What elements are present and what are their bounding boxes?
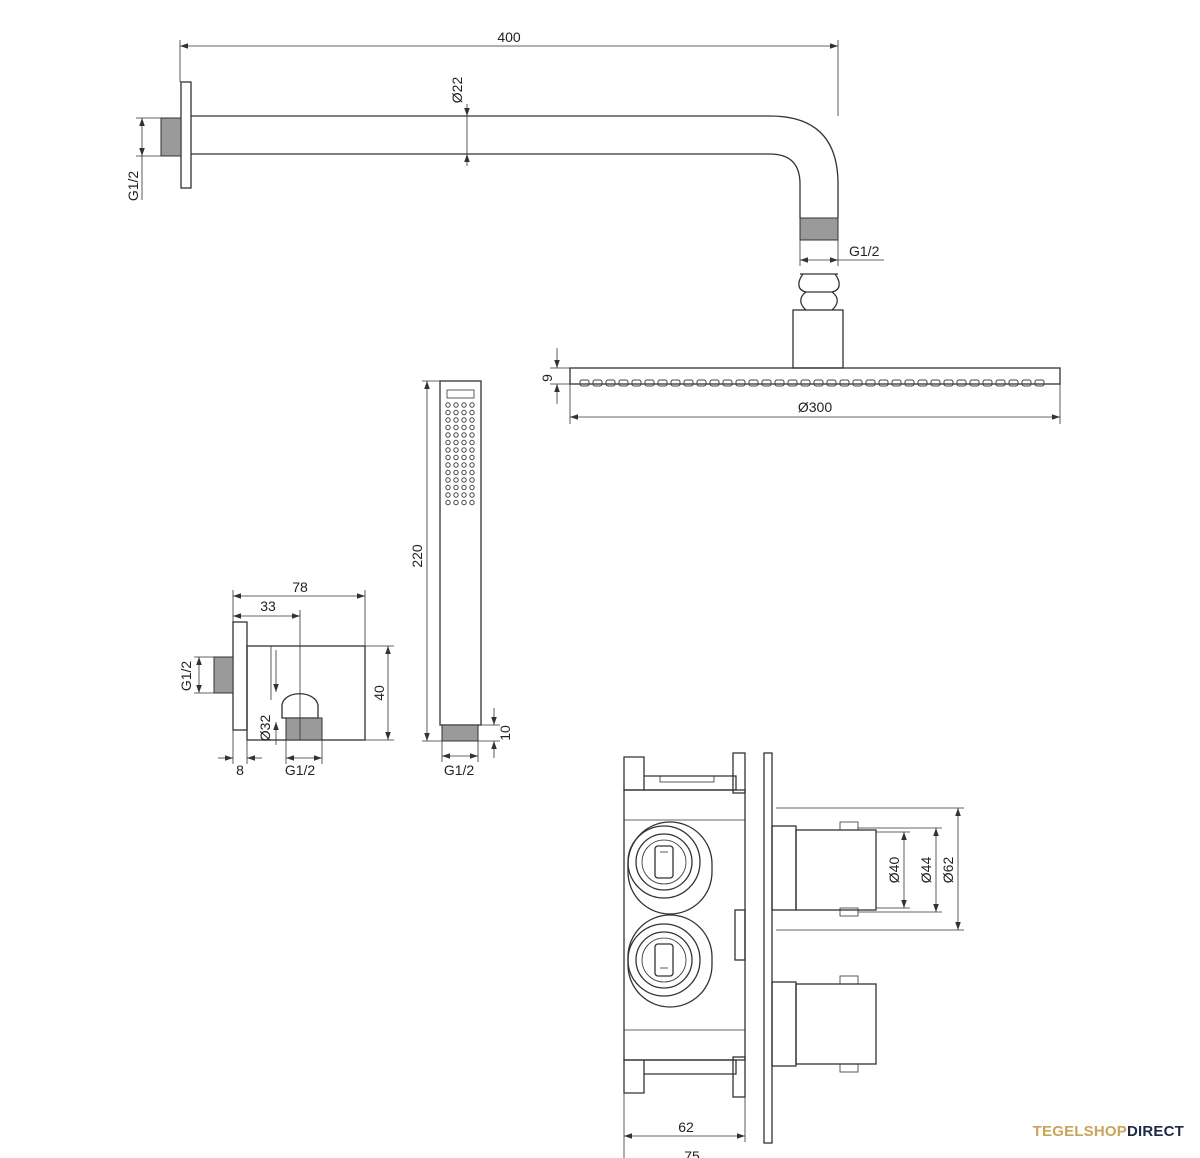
arm-end-thread xyxy=(799,217,839,241)
dim-head-diameter: Ø300 xyxy=(798,399,832,415)
dim-hand-shower-thread-len: 10 xyxy=(497,725,513,741)
head-nozzles xyxy=(579,379,1045,387)
dim-arm-length: 400 xyxy=(497,29,521,45)
dim-arm-end-thread: G1/2 xyxy=(849,243,880,259)
dim-elbow-flange: 8 xyxy=(236,762,244,778)
dim-valve-total-width: 75 xyxy=(684,1148,700,1158)
hand-shower-thread xyxy=(441,724,479,742)
brand-logo-part2: DIRECT xyxy=(1126,1123,1184,1140)
dim-hand-shower-length: 220 xyxy=(409,544,425,568)
shower-head: 9 Ø300 xyxy=(539,273,1061,424)
dim-elbow-outlet-diameter: Ø32 xyxy=(257,715,273,742)
dim-valve-d44: Ø44 xyxy=(918,857,934,884)
dim-elbow-height: 40 xyxy=(371,685,387,701)
dim-arm-diameter: Ø22 xyxy=(449,77,465,104)
arm-wall-thread xyxy=(160,117,182,157)
elbow-outlet-thread xyxy=(285,717,323,741)
dim-valve-d40: Ø40 xyxy=(886,857,902,884)
wall-elbow: 78 33 40 Ø32 G1/2 8 G1/2 xyxy=(178,579,394,778)
dim-elbow-inlet-thread: G1/2 xyxy=(178,661,194,692)
brand-logo-part1: TEGELSHOP xyxy=(1032,1123,1127,1140)
upper-cartridge xyxy=(627,825,701,899)
dim-valve-d62: Ø62 xyxy=(940,857,956,884)
brand-logo: TEGELSHOPDIRECT xyxy=(1033,1123,1184,1140)
dim-elbow-outlet-thread: G1/2 xyxy=(285,762,316,778)
lower-cartridge xyxy=(627,923,701,997)
elbow-inlet-thread xyxy=(213,656,234,694)
dim-hand-shower-thread: G1/2 xyxy=(444,762,475,778)
shower-arm: 400 Ø22 G1/2 G1/2 xyxy=(125,29,884,266)
dim-arm-wall-thread: G1/2 xyxy=(125,171,141,202)
dim-valve-body-width: 62 xyxy=(678,1119,694,1135)
hand-shower: 220 10 G1/2 xyxy=(409,380,513,778)
dim-head-thickness: 9 xyxy=(539,374,555,382)
dim-elbow-offset: 33 xyxy=(260,598,276,614)
dim-elbow-width: 78 xyxy=(292,579,308,595)
thermostat-valve: Ø40 Ø44 Ø62 62 75 xyxy=(623,752,964,1158)
hand-shower-spray-holes xyxy=(445,402,475,506)
